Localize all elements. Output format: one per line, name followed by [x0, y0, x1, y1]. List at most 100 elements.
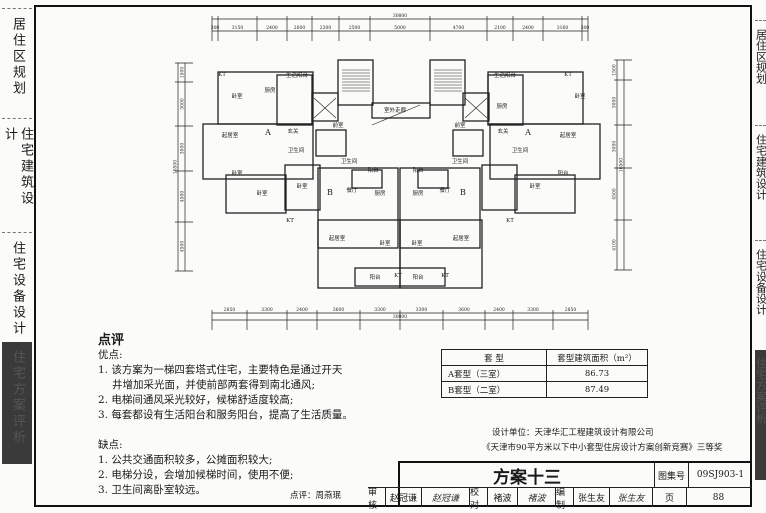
- room-label: A: [524, 128, 531, 137]
- left-dimension-total: 16500: [173, 160, 179, 174]
- lightwell-line: [371, 104, 421, 126]
- tab-equipment-design[interactable]: 住宅设备设计: [2, 232, 32, 342]
- room-label: 卧室: [379, 239, 391, 247]
- room-label: 前室: [454, 121, 466, 129]
- page-label: 页: [653, 488, 687, 507]
- wall: [317, 219, 401, 289]
- header-area: 套型建筑面积（m²）: [546, 349, 648, 366]
- page-number: 88: [712, 492, 725, 503]
- pro-item: 2. 电梯间通风采光较好，候梯舒适度较高;: [98, 394, 294, 406]
- room-label: 卧室: [296, 182, 308, 190]
- room-label: 卫生间: [341, 157, 358, 165]
- room-label: 起居室: [222, 131, 239, 139]
- wall: [284, 164, 321, 211]
- room-label: A: [264, 128, 271, 137]
- room-label: KT: [441, 273, 449, 279]
- room-label: 阳台: [367, 166, 379, 174]
- tab-label: 住宅方案评析: [10, 350, 25, 446]
- room-label: 卫生间: [512, 146, 529, 154]
- tab-housing-design[interactable]: 住宅建筑设计: [2, 118, 33, 218]
- table-row: B套型（二室） 87.49: [441, 381, 648, 398]
- wall: [462, 92, 490, 122]
- room-label: 起居室: [560, 131, 577, 139]
- draw-signature: 张生友: [610, 488, 653, 507]
- room-label: KT: [394, 273, 402, 279]
- bottom-dimension-label: 2850: [224, 307, 236, 313]
- bottom-dimension-label: 2400: [296, 307, 308, 313]
- award: 《天津市90平方米以下中小套型住房设计方案创新竞赛》三等奖: [482, 443, 723, 453]
- pro-item: 井增加采光面，并使前部两套得到南北通风;: [112, 379, 316, 391]
- check-name: 褚波: [488, 488, 518, 507]
- bottom-dimension-label: 3300: [261, 307, 273, 313]
- cons-title: 缺点:: [98, 439, 123, 451]
- wall: [399, 167, 481, 249]
- room-label: 室外走廊: [384, 106, 407, 114]
- facing-tab: 居住区规划: [755, 20, 766, 115]
- right-dimension-label: 1500: [612, 64, 618, 76]
- right-dimension-label: 4100: [612, 239, 618, 251]
- wall: [202, 123, 314, 180]
- room-label: KT: [506, 218, 514, 224]
- left-dimension-label: 3000: [180, 143, 186, 155]
- room-label: 阳台: [369, 273, 381, 281]
- room-label: KT: [564, 72, 572, 78]
- tab-label: 居住区规划: [10, 17, 25, 97]
- atlas-number: 09SJ903-1: [689, 463, 752, 488]
- con-item: 3. 卫生间离卧室较远。: [98, 484, 206, 496]
- right-dimension-label: 4500: [612, 188, 618, 200]
- wall: [337, 59, 374, 106]
- wall: [315, 129, 347, 157]
- pro-item: 1. 该方案为一梯四套塔式住宅，主要特色是通过开天: [98, 364, 343, 376]
- bottom-dimension-label: 2850: [565, 307, 577, 313]
- unit-type: B套型（二室）: [441, 381, 547, 398]
- room-label: 玄关: [497, 127, 509, 135]
- review-heading: 点评: [98, 333, 125, 348]
- elevator-cross: [464, 97, 488, 119]
- con-item: 2. 电梯分设，会增加候梯时间，使用不便;: [98, 469, 294, 481]
- wall: [487, 71, 584, 125]
- room-label: 阳台: [557, 169, 569, 177]
- tab-residential-planning[interactable]: 居住区规划: [2, 8, 32, 103]
- room-label: B: [327, 188, 333, 197]
- top-dimension-label: 300: [581, 25, 590, 31]
- wall: [514, 174, 576, 214]
- top-dimension-label: 3160: [557, 25, 569, 31]
- wall: [417, 169, 449, 189]
- design-credits: 设计单位：天津华汇工程建筑设计有限公司 《天津市90平方米以下中小套型住房设计方…: [482, 426, 722, 456]
- room-label: 卧室: [256, 189, 268, 197]
- unit-area: 87.49: [546, 381, 648, 398]
- left-dimension-label: 4500: [180, 191, 186, 203]
- signature-row: 审核 赵冠谦 赵冠谦 校对 褚波 褚波 编制 张生友 张生友 页 88: [368, 487, 752, 511]
- tab-scheme-review[interactable]: 住宅方案评析: [2, 342, 32, 464]
- room-label: 卧室: [411, 239, 423, 247]
- right-dimension-total: 16500: [619, 158, 625, 172]
- top-dimension-label: 5000: [394, 25, 406, 31]
- top-dimension-label: 2300: [320, 25, 332, 31]
- bottom-dimension-label: 3600: [333, 307, 345, 313]
- tab-label: 住宅建筑设计: [2, 127, 33, 207]
- facing-tab: 住宅方案评析: [755, 350, 766, 480]
- design-unit: 设计单位：天津华汇工程建筑设计有限公司: [492, 428, 654, 438]
- wall: [225, 174, 287, 214]
- review-signature: 赵冠谦: [422, 488, 470, 507]
- reviewer-credit: 点评：周燕珉: [290, 491, 342, 501]
- pro-item: 3. 每套都设有生活阳台和服务阳台，提高了生活质量。: [98, 409, 353, 421]
- room-label: 卧室: [231, 92, 243, 100]
- unit-area: 86.73: [546, 365, 648, 382]
- unit-type: A套型（三室）: [441, 365, 547, 382]
- check-label: 校对: [470, 488, 488, 511]
- scheme-title: 方案十三: [400, 463, 655, 488]
- con-item: 1. 公共交通面积较多，公摊面积较大;: [98, 454, 273, 466]
- room-label: 卫生间: [452, 157, 469, 165]
- left-dimension-label: 1500: [180, 67, 186, 79]
- room-label: 厨房: [374, 189, 386, 197]
- section-tabs: 居住区规划 住宅建筑设计 住宅设备设计 住宅方案评析: [0, 0, 34, 513]
- left-dimension-label: 4500: [180, 241, 186, 253]
- bottom-dimension-label: 3300: [374, 307, 386, 313]
- room-label: 厨房: [496, 102, 508, 110]
- room-label: KT: [218, 72, 226, 78]
- facing-tab: 住宅建筑设计: [755, 125, 766, 235]
- room-label: 卧室: [231, 169, 243, 177]
- room-label: B: [460, 188, 466, 197]
